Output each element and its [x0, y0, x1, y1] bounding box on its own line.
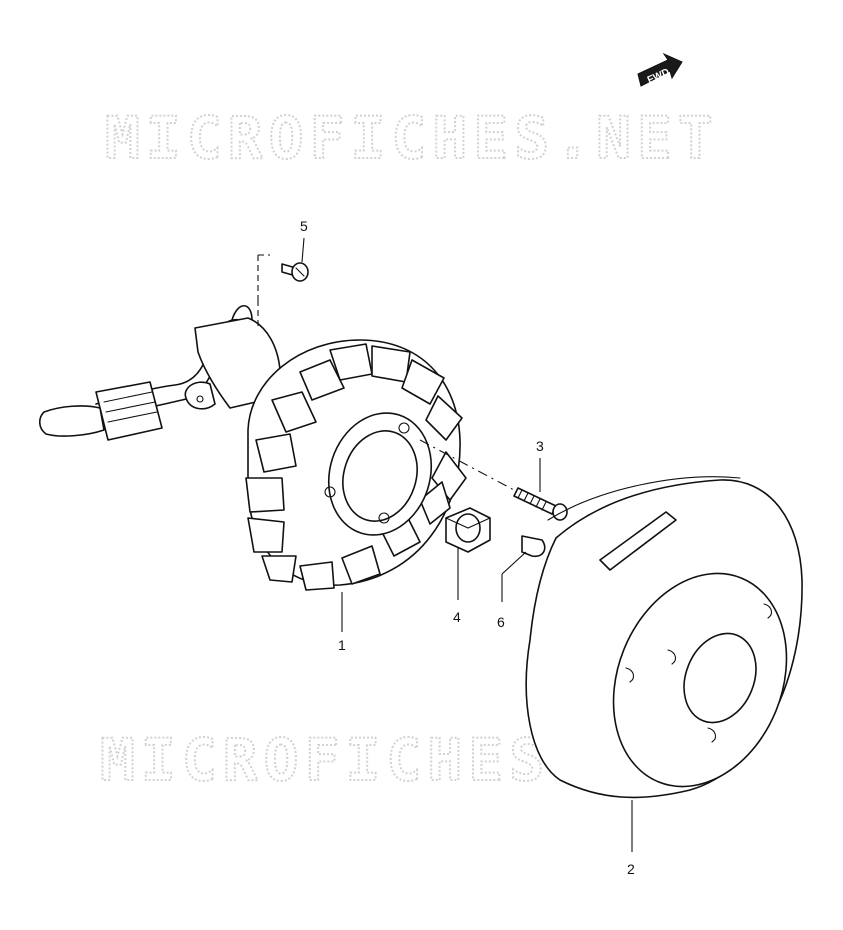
flywheel-rotor	[525, 476, 803, 799]
stator-coil-poles	[245, 343, 467, 591]
stator-bolt-hole-left	[324, 486, 336, 498]
fwd-arrow-icon: FWD	[637, 52, 683, 87]
stator-bolt	[513, 487, 568, 521]
callout-3: 3	[536, 438, 544, 454]
pickup-screw-center-line	[257, 254, 270, 330]
stator-bolt-hole-bottom	[378, 512, 390, 524]
watermark-top: MICROFICHES.NET	[105, 104, 719, 172]
flywheel-face	[612, 572, 788, 788]
leader-line-6	[501, 551, 527, 575]
rotor-nut	[445, 507, 491, 553]
stator-bolt-center-line	[419, 439, 515, 491]
callout-5: 5	[300, 218, 308, 234]
stator-center-bore	[342, 430, 418, 522]
flywheel-edge-highlight	[547, 476, 741, 521]
callout-4: 4	[453, 609, 461, 625]
pickup-screw	[281, 262, 309, 282]
callout-2: 2	[627, 861, 635, 877]
callout-6: 6	[497, 614, 505, 630]
stator-connector-ribs	[103, 391, 158, 423]
stator-assembly	[38, 304, 467, 591]
flywheel-timing-slot	[599, 511, 677, 571]
flywheel-hole-1	[763, 603, 773, 619]
flywheel-hole-2	[667, 649, 677, 665]
leader-line-5	[301, 237, 305, 263]
stator-wire-loop	[231, 304, 253, 321]
flywheel-hub	[683, 632, 757, 724]
woodruff-key	[521, 535, 546, 558]
callout-1: 1	[338, 637, 346, 653]
mounting-tab-hole	[196, 395, 204, 403]
stator-bolt-hole-top	[398, 422, 410, 434]
flywheel-hole-3	[707, 727, 717, 743]
stator-plug	[38, 405, 105, 437]
flywheel-hole-4	[625, 667, 635, 683]
stator-connector	[95, 381, 163, 441]
